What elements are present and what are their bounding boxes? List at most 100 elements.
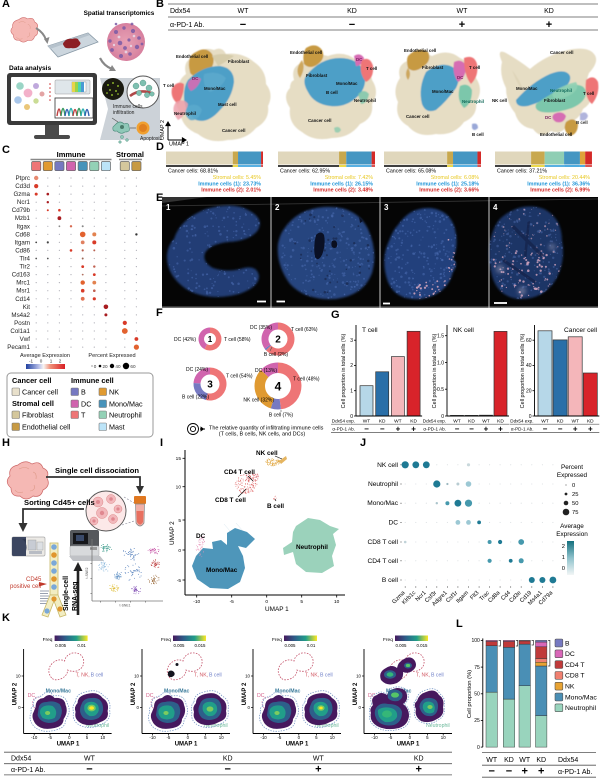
svg-text:40: 40 — [115, 364, 121, 369]
svg-text:10: 10 — [219, 735, 224, 740]
svg-text:10: 10 — [356, 674, 361, 679]
svg-text:DC: DC — [28, 693, 36, 699]
svg-text:Stromal cells: 7.42%: Stromal cells: 7.42% — [325, 175, 374, 181]
svg-text:0: 0 — [562, 566, 565, 572]
svg-text:NK cell: NK cell — [492, 98, 507, 103]
svg-text:Single-cell: Single-cell — [63, 576, 70, 611]
svg-text:-10: -10 — [260, 735, 267, 740]
svg-text:Neutrophil: Neutrophil — [550, 88, 572, 93]
svg-text:Cancer cell: Cancer cell — [222, 128, 245, 133]
svg-text:Ncr1: Ncr1 — [17, 199, 31, 206]
svg-text:0: 0 — [441, 414, 444, 420]
svg-text:0.01: 0.01 — [307, 643, 316, 648]
svg-text:KD: KD — [379, 418, 386, 424]
svg-text:Immune cells (2): 3.48%: Immune cells (2): 3.48% — [313, 188, 373, 194]
svg-text:0.015: 0.015 — [195, 643, 207, 648]
svg-text:α-PD-1 Ab.: α-PD-1 Ab. — [511, 427, 534, 432]
svg-text:DC (42%): DC (42%) — [174, 337, 196, 343]
svg-text:10: 10 — [100, 735, 105, 740]
svg-text:75: 75 — [572, 510, 578, 516]
svg-text:T: T — [81, 411, 86, 420]
svg-text:+: + — [546, 19, 552, 31]
svg-text:NK cell: NK cell — [256, 450, 278, 457]
svg-text:α-PD-1 Ab.: α-PD-1 Ab. — [423, 427, 446, 432]
svg-text:-5: -5 — [388, 735, 392, 740]
svg-text:Mono/Mac: Mono/Mac — [109, 400, 143, 409]
svg-text:60: 60 — [130, 364, 136, 369]
svg-text:CD8 T cell: CD8 T cell — [215, 497, 246, 504]
svg-text:Gzma: Gzma — [13, 191, 30, 198]
svg-text:-10: -10 — [149, 735, 156, 740]
svg-text:+: + — [498, 425, 503, 434]
svg-text:Mzb1: Mzb1 — [15, 215, 31, 222]
svg-text:Ddx54 exp.: Ddx54 exp. — [510, 418, 533, 423]
svg-text:DC: DC — [146, 693, 154, 699]
svg-text:NK: NK — [109, 388, 119, 397]
svg-text:t-SNE1: t-SNE1 — [120, 604, 131, 608]
svg-text:UMAP 2: UMAP 2 — [353, 682, 359, 705]
svg-text:-5: -5 — [177, 578, 182, 584]
svg-text:T cell (58%): T cell (58%) — [224, 337, 251, 343]
svg-text:KD: KD — [504, 757, 514, 764]
svg-text:−: − — [349, 19, 355, 31]
svg-text:B cell: B cell — [91, 673, 104, 679]
svg-text:α-PD-1 Ab.: α-PD-1 Ab. — [170, 22, 204, 29]
svg-text:B cell: B cell — [576, 120, 588, 125]
svg-text:1: 1 — [562, 555, 565, 561]
svg-text:B cell: B cell — [472, 132, 484, 137]
svg-text:0: 0 — [477, 745, 480, 751]
svg-text:Itgam: Itgam — [15, 239, 30, 246]
svg-text:KD: KD — [410, 418, 417, 424]
svg-text:-1: -1 — [29, 359, 34, 364]
svg-text:0: 0 — [40, 359, 43, 364]
svg-text:Cd86: Cd86 — [15, 247, 30, 254]
svg-text:T, NK,: T, NK, — [194, 673, 208, 679]
svg-text:Cd79b: Cd79b — [12, 207, 31, 214]
svg-text:15: 15 — [176, 456, 182, 462]
svg-text:2: 2 — [275, 203, 280, 212]
svg-text:-5: -5 — [166, 735, 170, 740]
svg-text:Stromal cells: 5.45%: Stromal cells: 5.45% — [213, 175, 262, 181]
svg-text:0: 0 — [350, 414, 353, 420]
svg-text:T cell: T cell — [163, 83, 174, 88]
svg-text:0: 0 — [137, 705, 140, 710]
svg-text:DC (24%): DC (24%) — [186, 367, 208, 373]
svg-text:Fibroblast: Fibroblast — [22, 411, 54, 420]
svg-text:Immune cells (2): 6.99%: Immune cells (2): 6.99% — [530, 188, 590, 194]
svg-text:Endothelial cell: Endothelial cell — [404, 48, 436, 53]
svg-text:Ddx54: Ddx54 — [170, 8, 190, 15]
svg-text:WT: WT — [453, 418, 461, 424]
svg-text:(T cells, B cells, NK cells, a: (T cells, B cells, NK cells, and DCs) — [219, 432, 306, 438]
svg-text:-5: -5 — [48, 735, 52, 740]
svg-text:−: − — [240, 19, 246, 31]
svg-text:t-SNE2: t-SNE2 — [85, 567, 89, 578]
svg-text:Cancer cell: Cancer cell — [564, 327, 598, 334]
svg-text:Cancer cells: 68.81%: Cancer cells: 68.81% — [168, 169, 218, 175]
svg-text:WT: WT — [394, 418, 402, 424]
svg-text:RNA-seq: RNA-seq — [72, 581, 79, 611]
svg-text:WT: WT — [486, 757, 498, 764]
svg-text:Cell proportion in total cells: Cell proportion in total cells (%) — [341, 333, 347, 408]
svg-text:0.005: 0.005 — [285, 643, 297, 648]
svg-text:Stromal: Stromal — [116, 150, 144, 159]
svg-text:Freq: Freq — [383, 637, 393, 643]
svg-text:+: + — [396, 425, 401, 434]
svg-text:UMAP 2: UMAP 2 — [169, 521, 176, 545]
svg-text:Endothelial cell: Endothelial cell — [22, 423, 71, 432]
svg-text:25: 25 — [572, 492, 578, 498]
svg-text:Pecam1: Pecam1 — [7, 344, 30, 351]
svg-text:1: 1 — [166, 203, 171, 212]
svg-text:T, NK,: T, NK, — [305, 673, 319, 679]
svg-text:3: 3 — [207, 380, 213, 391]
svg-text:positive cell: positive cell — [10, 584, 41, 590]
svg-text:B cell: B cell — [382, 577, 399, 584]
svg-text:Fibroblast: Fibroblast — [306, 73, 328, 78]
svg-text:DC: DC — [196, 533, 206, 540]
svg-text:CD45: CD45 — [26, 577, 42, 583]
svg-text:Cancer cell: Cancer cell — [12, 376, 51, 385]
svg-text:WT: WT — [84, 755, 96, 762]
svg-text:UMAP 2: UMAP 2 — [131, 682, 137, 705]
svg-text:10: 10 — [441, 735, 446, 740]
svg-text:B cell: B cell — [320, 673, 333, 679]
svg-text:0.015: 0.015 — [417, 643, 429, 648]
